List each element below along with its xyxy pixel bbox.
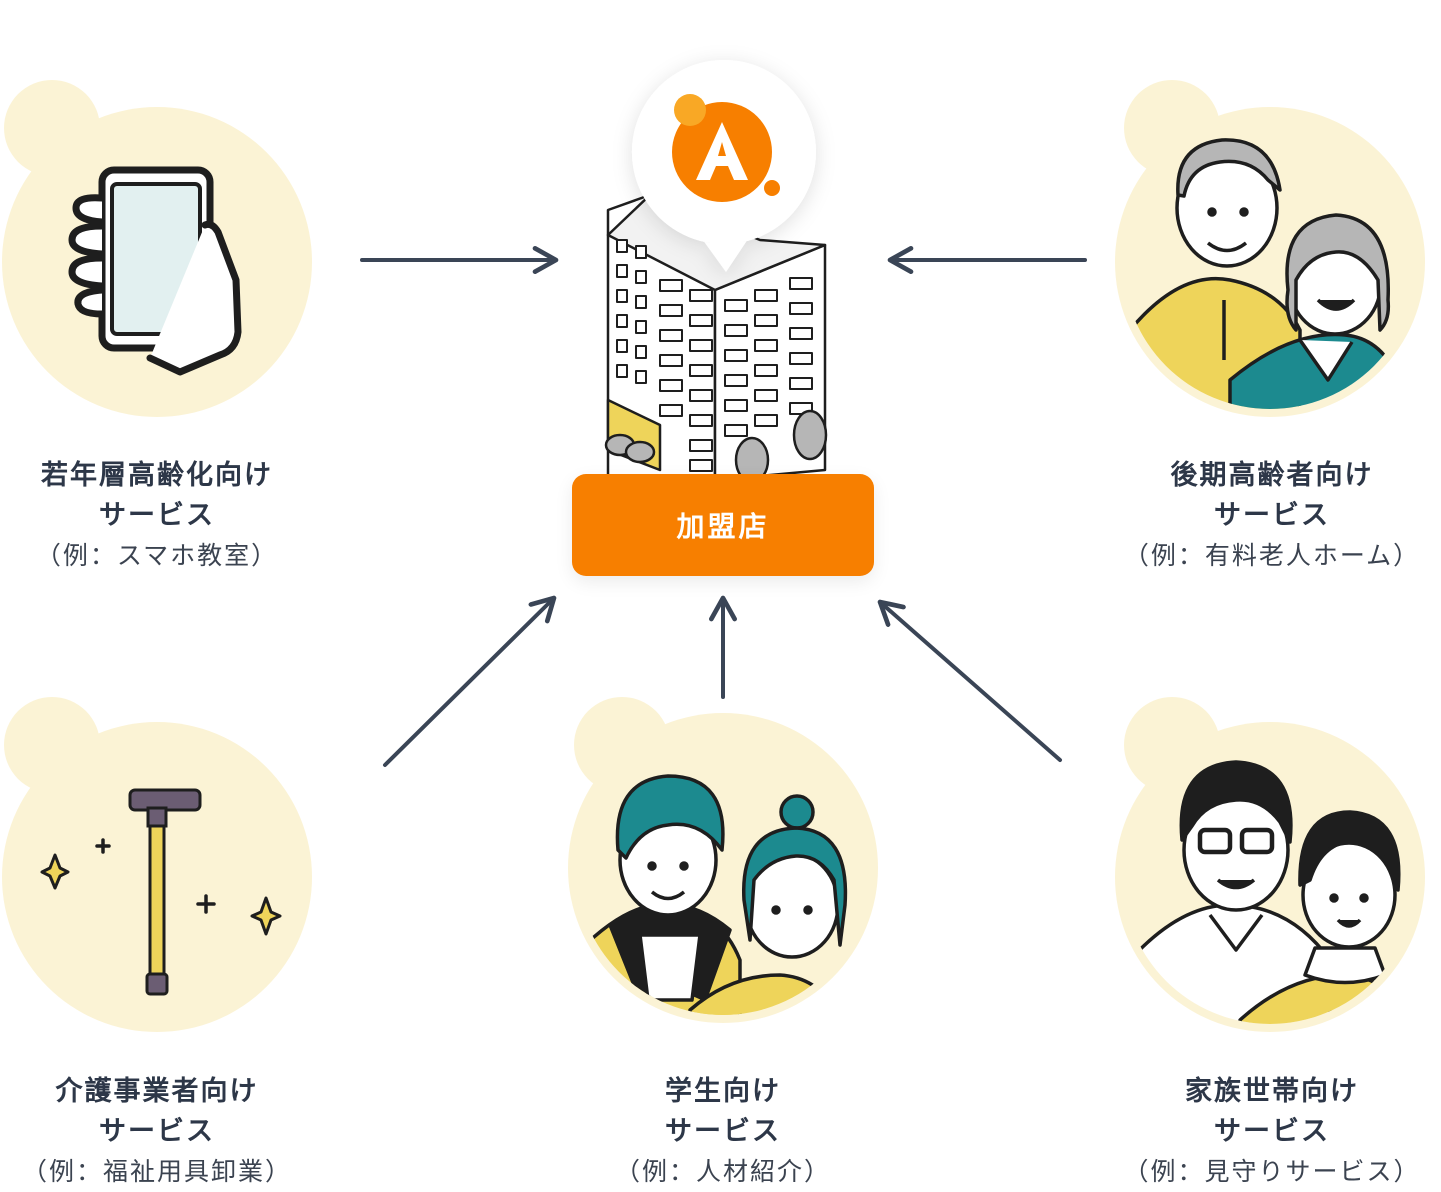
service-example: （例：見守りサービス） [1123,1157,1421,1186]
service-example: （例：福祉用具卸業） [21,1157,292,1186]
service-subtitle: サービス [1214,1116,1330,1147]
smartphone-icon [68,166,242,376]
label-elderly-service: 後期高齢者向け サービス （例：有料老人ホーム） [1112,456,1432,576]
label-care-service: 介護事業者向け サービス （例：福祉用具卸業） [0,1072,317,1192]
arrow-care [383,595,557,767]
building-icon [604,193,828,484]
service-title: 学生向け [665,1076,781,1107]
service-subtitle: サービス [99,500,215,531]
service-title: 介護事業者向け [55,1076,259,1107]
label-student-service: 学生向け サービス （例：人材紹介） [563,1072,883,1192]
service-example: （例：人材紹介） [614,1157,831,1186]
service-subtitle: サービス [1214,500,1330,531]
sparkle-icon [40,853,70,890]
label-smartphone-service: 若年層高齢化向け サービス （例：スマホ教室） [0,456,317,576]
service-subtitle: サービス [99,1116,215,1147]
service-title: 家族世帯向け [1185,1076,1359,1107]
service-subtitle: サービス [665,1116,781,1147]
cane-icon [40,788,282,996]
logo-a-icon [672,94,780,202]
service-title: 若年層高齢化向け [41,460,273,491]
sparkle-icon [250,896,282,936]
arrow-family [877,599,1062,762]
arrows [360,246,1087,767]
label-family-service: 家族世帯向け サービス （例：見守りサービス） [1112,1072,1432,1192]
service-example: （例：有料老人ホーム） [1123,541,1421,570]
service-example: （例：スマホ教室） [35,541,279,570]
franchise-store-box: 加盟店 [572,474,874,576]
service-title: 後期高齢者向け [1170,460,1374,491]
